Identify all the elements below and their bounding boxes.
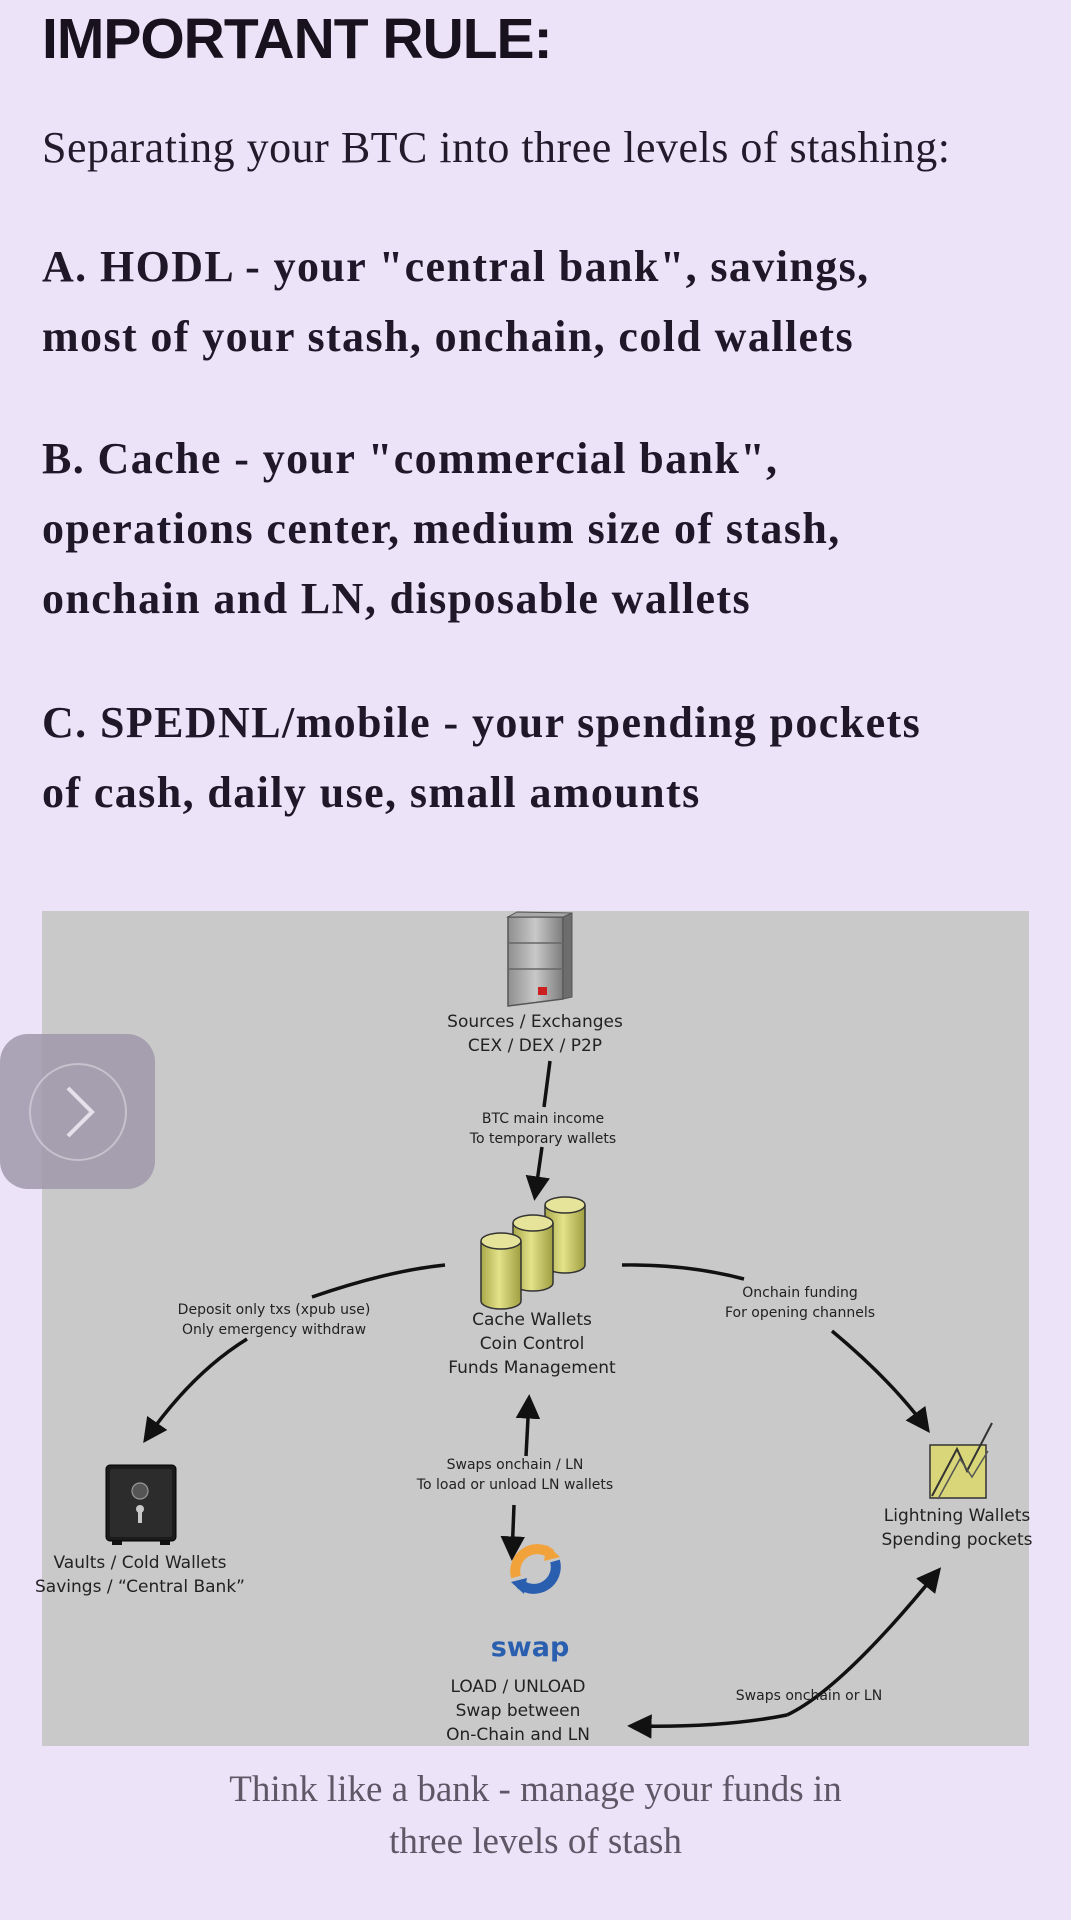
lightning-line2: Spending pockets: [881, 1530, 1033, 1550]
image-caption: Think like a bank - manage your funds in…: [0, 1764, 1071, 1868]
income-line1: BTC main income: [481, 1111, 605, 1127]
diagram-graphics: swap: [105, 911, 993, 1739]
deposit-line1: Deposit only txs (xpub use): [177, 1302, 371, 1318]
swaps-ln-label: Swaps onchain / LN To load or unload LN …: [417, 1455, 613, 1495]
level-c: C. SPEDNL/mobile - your spending pockets…: [42, 688, 1052, 828]
lightning-label: Lightning Wallets Spending pockets: [881, 1504, 1032, 1552]
level-a-line2: most of your stash, onchain, cold wallet…: [42, 312, 854, 361]
arrow-deposit-top: [311, 1263, 446, 1299]
arrow-funding-bottom: [830, 1329, 930, 1433]
intro-text: Separating your BTC into three levels of…: [42, 123, 951, 172]
deposit-label: Deposit only txs (xpub use) Only emergen…: [178, 1300, 371, 1340]
cache-label: Cache Wallets Coin Control Funds Managem…: [448, 1308, 615, 1380]
coin-stacks-icon: [480, 1196, 586, 1310]
vaults-line1: Vaults / Cold Wallets: [53, 1553, 227, 1573]
bank-levels-diagram: swap Sources / Exchanges CEX / DEX / P2P…: [35, 911, 1033, 1747]
level-b-line1: B. Cache - your "commercial bank",: [42, 434, 779, 483]
funding-line1: Onchain funding: [742, 1285, 858, 1301]
lightning-wallet-icon: [929, 1422, 993, 1500]
arrow-swaps-down: [500, 1504, 526, 1561]
cache-line2: Coin Control: [479, 1334, 585, 1354]
swaps-ln-line2: To load or unload LN wallets: [416, 1477, 614, 1493]
funding-line2: For opening channels: [724, 1305, 876, 1321]
funding-label: Onchain funding For opening channels: [725, 1283, 875, 1323]
sources-label: Sources / Exchanges CEX / DEX / P2P: [447, 1010, 623, 1058]
cache-line3: Funds Management: [448, 1358, 616, 1378]
swap-logo-text: swap: [491, 1632, 570, 1663]
income-label: BTC main income To temporary wallets: [470, 1109, 616, 1149]
next-slide-button[interactable]: [0, 1034, 155, 1189]
arrow-deposit-bottom: [143, 1337, 248, 1444]
level-c-line2: of cash, daily use, small amounts: [42, 768, 701, 817]
server-icon: [506, 911, 573, 1007]
arrow-income: [525, 1146, 550, 1201]
arrow-swaps-left: [627, 1713, 788, 1739]
deposit-line2: Only emergency withdraw: [181, 1322, 367, 1338]
safe-icon: [105, 1464, 177, 1545]
vaults-label: Vaults / Cold Wallets Savings / “Central…: [35, 1551, 245, 1599]
swap-label: LOAD / UNLOAD Swap between On-Chain and …: [446, 1675, 590, 1747]
page-title: IMPORTANT RULE:: [42, 7, 553, 71]
arrow-swaps-up: [515, 1394, 541, 1457]
income-line2: To temporary wallets: [469, 1131, 617, 1147]
swap-logo-icon: [510, 1544, 561, 1594]
level-a-line1: A. HODL - your "central bank", savings,: [42, 242, 870, 291]
level-b-line2: operations center, medium size of stash,: [42, 504, 841, 553]
vaults-line2: Savings / “Central Bank”: [35, 1577, 245, 1597]
caption-line2: three levels of stash: [389, 1821, 682, 1862]
arrow-swaps-right: [786, 1567, 942, 1717]
chevron-right-icon: [28, 1062, 127, 1161]
swap-line2: Swap between: [455, 1701, 581, 1721]
level-b-line3: onchain and LN, disposable wallets: [42, 574, 751, 623]
swap-line3: On-Chain and LN: [446, 1725, 590, 1745]
cache-line1: Cache Wallets: [472, 1310, 592, 1330]
swaps-onchain-line1: Swaps onchain or LN: [735, 1688, 883, 1704]
diagram-arrows: [143, 1060, 942, 1739]
level-b: B. Cache - your "commercial bank", opera…: [42, 424, 1052, 634]
arrow-sources-stub: [542, 1060, 552, 1108]
level-c-line1: C. SPEDNL/mobile - your spending pockets: [42, 698, 922, 747]
arrow-funding-top: [621, 1263, 745, 1281]
swaps-onchain-label: Swaps onchain or LN: [736, 1686, 882, 1706]
lightning-line1: Lightning Wallets: [883, 1506, 1031, 1526]
caption-line1: Think like a bank - manage your funds in: [229, 1769, 842, 1810]
swap-line1: LOAD / UNLOAD: [450, 1677, 586, 1697]
sources-line1: Sources / Exchanges: [447, 1012, 623, 1032]
swaps-ln-line1: Swaps onchain / LN: [446, 1457, 584, 1473]
sources-line2: CEX / DEX / P2P: [467, 1036, 603, 1056]
level-a: A. HODL - your "central bank", savings, …: [42, 232, 1052, 372]
